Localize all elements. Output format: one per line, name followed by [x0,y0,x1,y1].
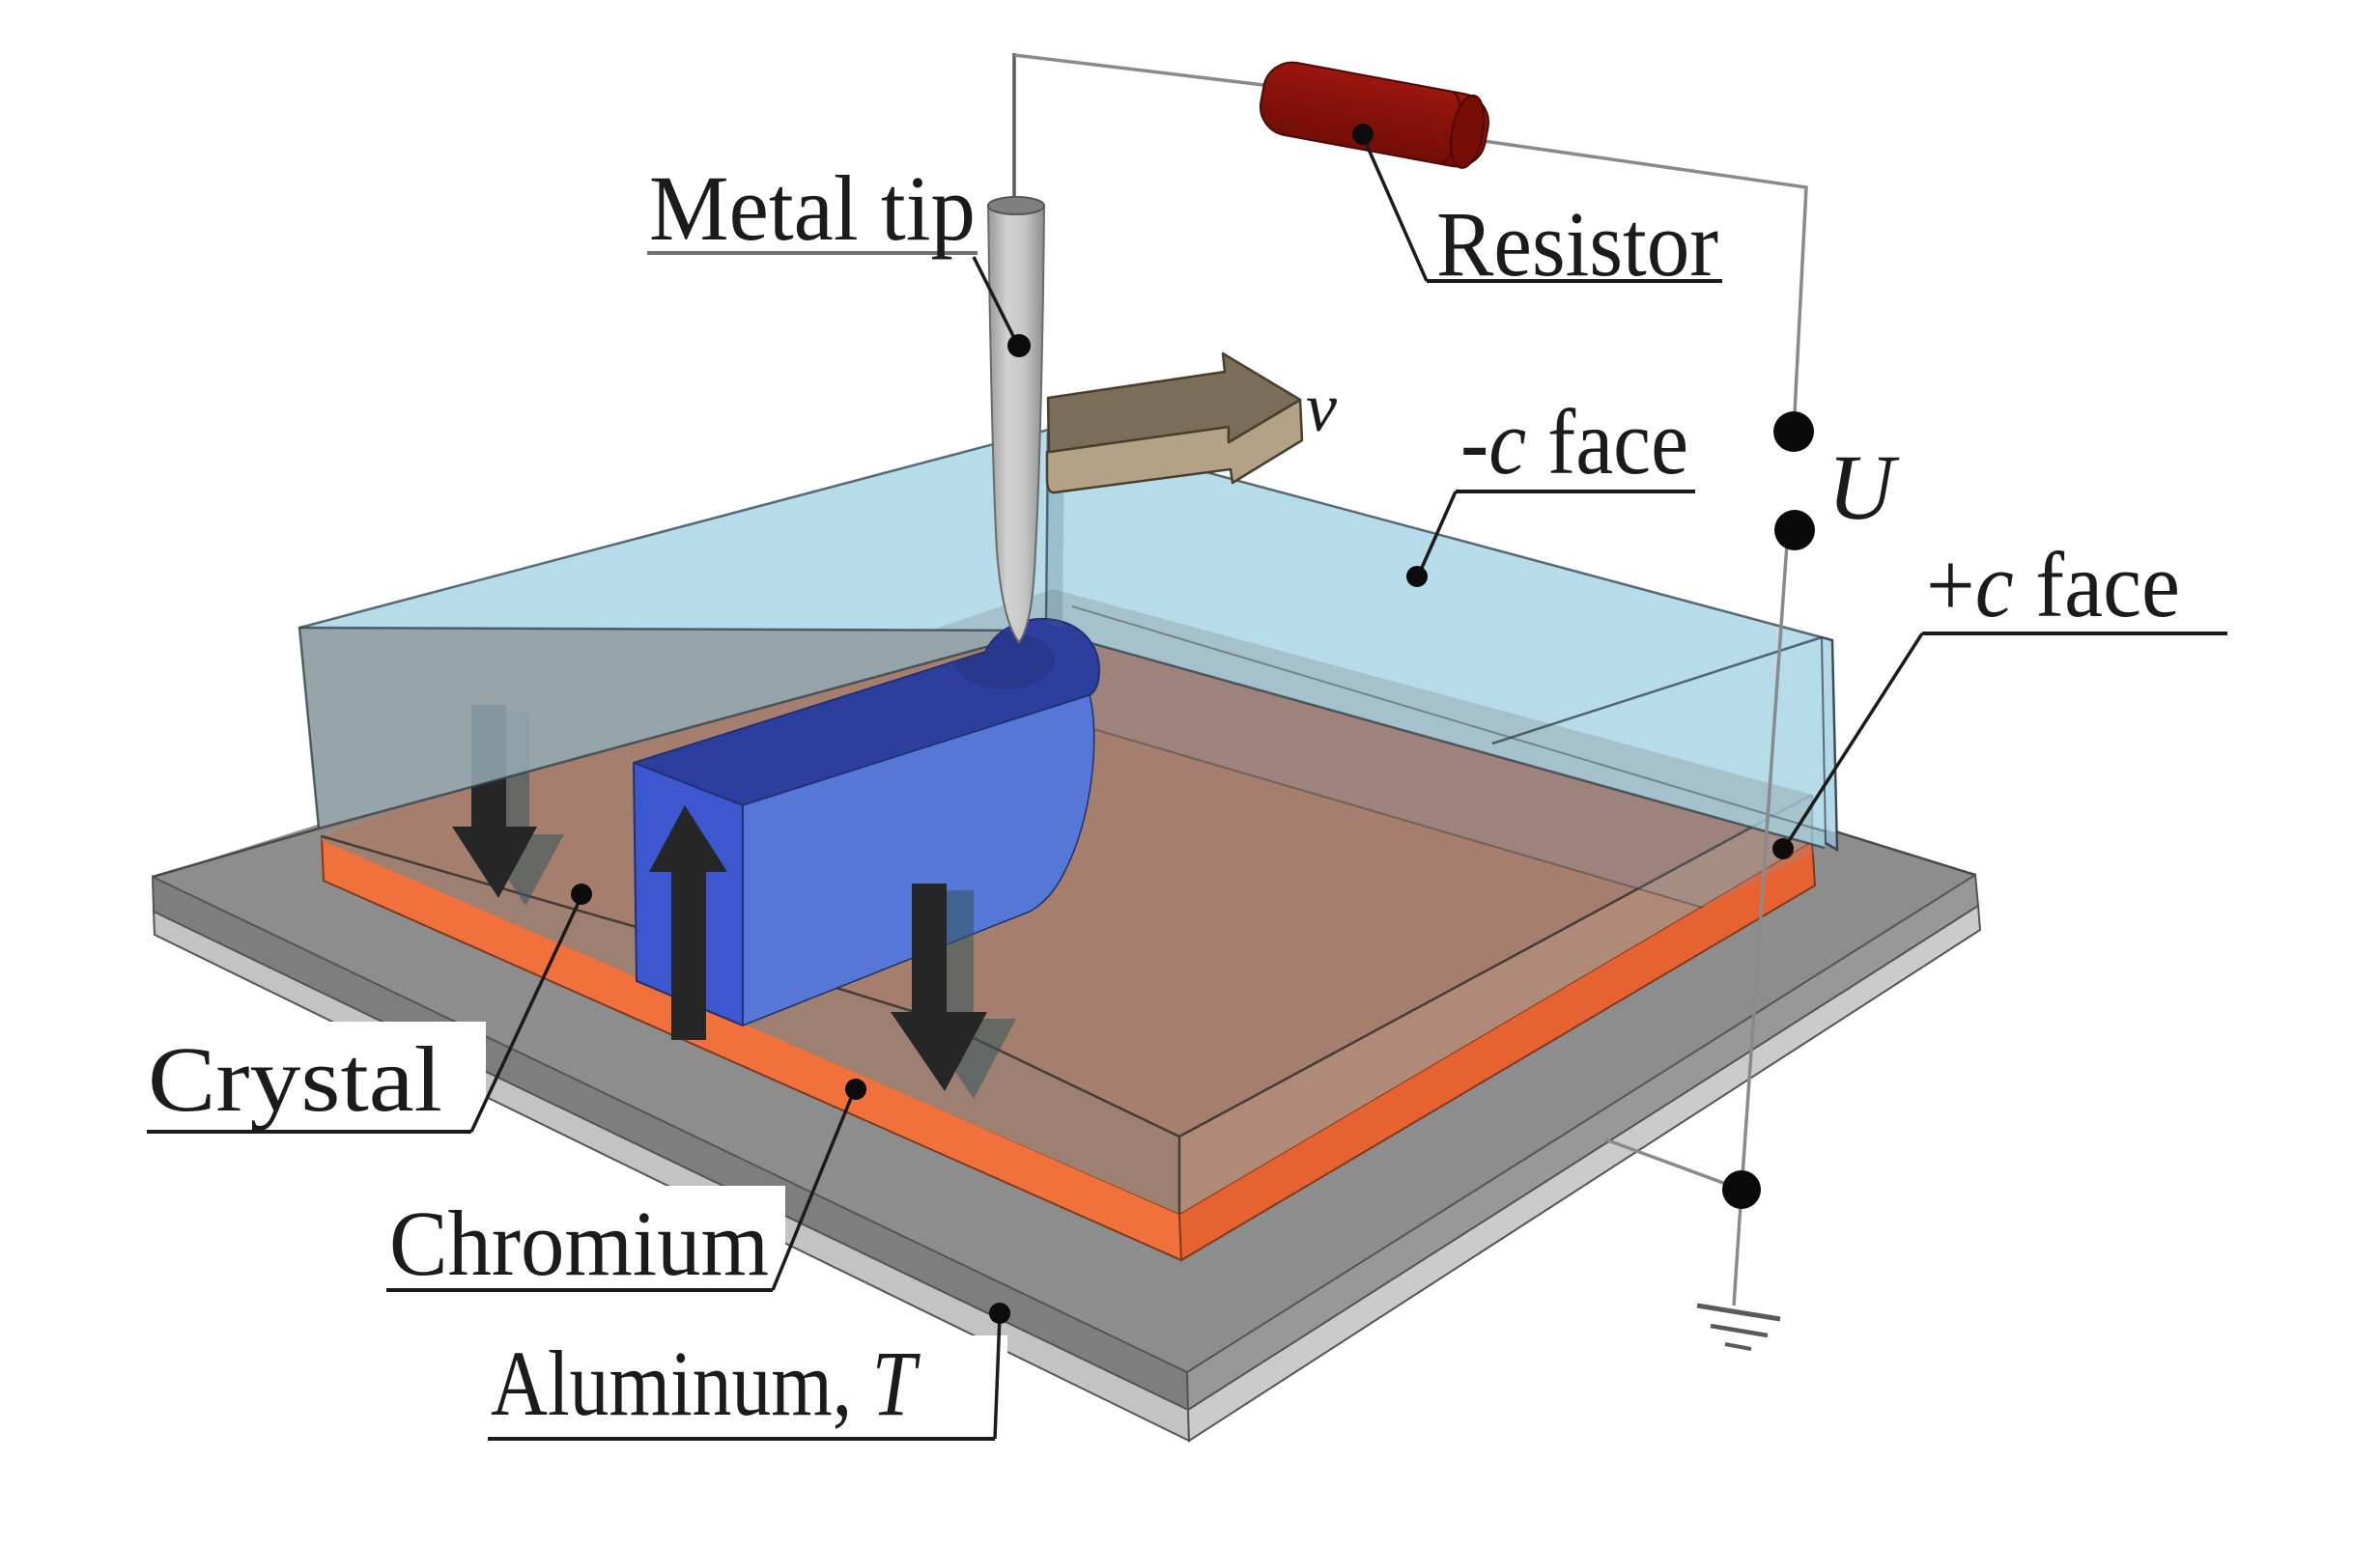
svg-text:+c face: +c face [1926,533,2180,636]
svg-text:Aluminum, T: Aluminum, T [491,1332,921,1435]
svg-text:Crystal: Crystal [148,1027,442,1131]
svg-text:Metal tip: Metal tip [649,156,976,260]
svg-text:Chromium: Chromium [389,1192,769,1295]
svg-text:v: v [1306,369,1337,446]
svg-text:U: U [1828,435,1900,539]
svg-text:Resistor: Resistor [1436,192,1718,295]
svg-text:-c face: -c face [1460,390,1688,493]
